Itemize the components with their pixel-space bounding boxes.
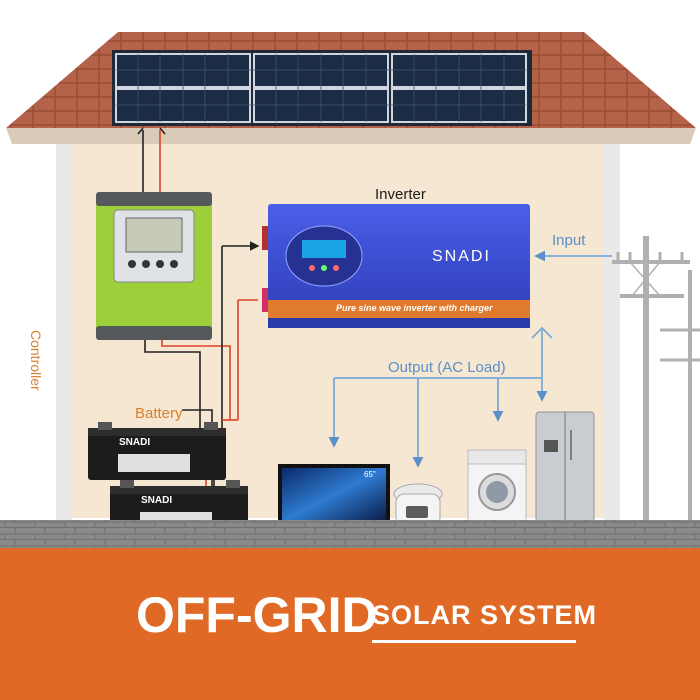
wall-pillar-left: [56, 144, 72, 520]
wall-pillar-right: [604, 144, 620, 520]
tv-size: 65": [364, 470, 376, 479]
rice-cooker: [393, 483, 443, 527]
title-main: OFF-GRID: [136, 587, 378, 643]
charge-controller: [96, 192, 212, 340]
battery-brand-bottom: SNADI: [141, 495, 173, 506]
battery-brand-top: SNADI: [119, 437, 151, 448]
ground: [0, 520, 700, 548]
inverter-caption: Pure sine wave inverter with charger: [336, 303, 493, 313]
title-band: [0, 548, 700, 700]
output-label: Output (AC Load): [388, 359, 506, 376]
utility-pole: [612, 236, 700, 548]
panel-wires: [137, 127, 166, 192]
refrigerator: [535, 411, 595, 529]
inverter-brand: SNADI: [432, 248, 491, 265]
inverter-label: Inverter: [375, 186, 426, 203]
solar-panels: [112, 50, 532, 126]
title-underline: [372, 640, 576, 643]
battery-label: Battery: [135, 405, 183, 422]
inverter: [262, 204, 530, 328]
controller-label: Controller: [28, 330, 44, 391]
battery-top: [88, 422, 226, 480]
washing-machine: [467, 449, 527, 529]
title-sub: SOLAR SYSTEM: [372, 600, 598, 630]
input-label: Input: [552, 232, 586, 249]
ac-output-lines: [328, 326, 553, 468]
